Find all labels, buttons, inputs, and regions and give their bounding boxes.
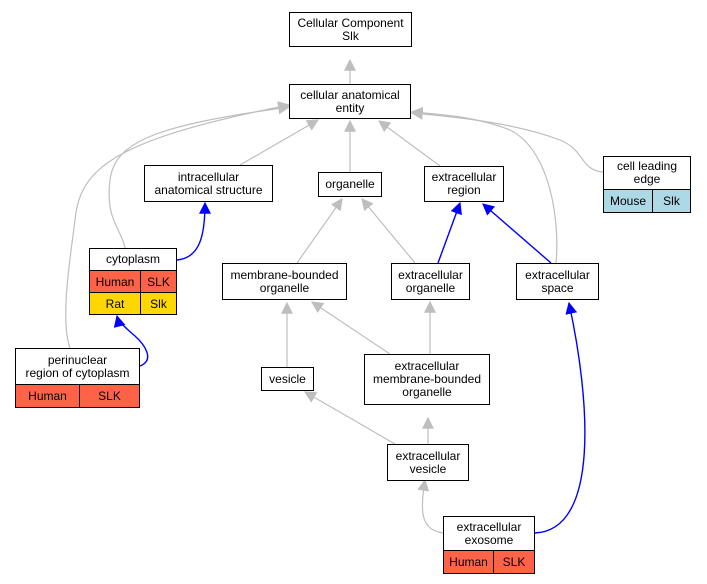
species-cell-rat: Rat — [90, 293, 140, 314]
edge-mbo-to-organelle — [296, 198, 343, 264]
edge-exosome-to-ecvesicle — [417, 478, 444, 534]
edge-ecmbo-to-mbo — [311, 301, 391, 355]
edge-prc-part-of-cytoplasm — [113, 314, 149, 367]
node-cellular-anatomical-entity[interactable]: cellular anatomical entity — [289, 84, 411, 119]
node-label: extracellular organelle — [398, 267, 463, 295]
annotation-row-human: Human SLK — [90, 270, 176, 292]
species-cell-human: Human — [90, 271, 140, 292]
gene-cell-human: SLK — [140, 271, 176, 292]
species-cell-mouse: Mouse — [604, 190, 652, 212]
edge-exosome-part-of-ecspace — [534, 301, 586, 534]
edge-ecregion-to-cae — [378, 120, 441, 167]
node-label: extracellular membrane-bounded organelle — [372, 359, 482, 399]
node-cell-leading-edge[interactable]: cell leading edge Mouse Slk — [603, 156, 691, 213]
node-label: intracellular anatomical structure — [154, 169, 263, 197]
edge-cle-to-cae — [410, 107, 604, 173]
edge-eco-part-of-ecregion — [437, 201, 462, 264]
gene-cell-rat: Slk — [140, 293, 176, 314]
node-label: perinuclear region of cytoplasm — [25, 352, 130, 380]
node-label: cell leading edge — [616, 159, 678, 186]
node-intracellular-anatomical-structure[interactable]: intracellular anatomical structure — [144, 165, 273, 202]
annotation-row-mouse: Mouse Slk — [604, 189, 690, 212]
edge-cytoplasm-part-of-ias — [176, 201, 211, 261]
edge-cytoplasm-to-cae — [108, 102, 291, 249]
annotation-row-rat: Rat Slk — [90, 292, 176, 314]
node-membrane-bounded-organelle[interactable]: membrane-bounded organelle — [222, 263, 347, 300]
gene-cell-human: SLK — [79, 385, 139, 407]
node-label: organelle — [325, 177, 375, 191]
edge-ias-to-cae — [239, 119, 320, 166]
annotation-row-human: Human SLK — [444, 550, 534, 573]
gene-cell-human: SLK — [493, 551, 534, 573]
edge-ecvesicle-to-vesicle — [303, 391, 396, 445]
node-extracellular-exosome[interactable]: extracellular exosome Human SLK — [443, 516, 535, 574]
node-label: vesicle — [269, 371, 306, 386]
node-label: cytoplasm — [105, 252, 161, 266]
node-cytoplasm[interactable]: cytoplasm Human SLK Rat Slk — [89, 248, 177, 315]
species-cell-human: Human — [444, 551, 493, 573]
edge-ecspace-to-cae — [410, 106, 558, 264]
edge-eco-to-organelle — [361, 198, 416, 264]
node-label: cellular anatomical entity — [300, 87, 400, 115]
node-label: extracellular space — [525, 267, 590, 295]
node-vesicle[interactable]: vesicle — [261, 367, 314, 391]
node-label: membrane-bounded organelle — [230, 267, 339, 295]
node-extracellular-membrane-bounded-organelle[interactable]: extracellular membrane-bounded organelle — [364, 354, 490, 405]
node-label: extracellular vesicle — [395, 448, 461, 476]
annotation-row-human: Human SLK — [16, 384, 139, 407]
node-label: extracellular region — [431, 170, 497, 197]
node-extracellular-region[interactable]: extracellular region — [424, 166, 504, 202]
gene-cell-mouse: Slk — [652, 190, 690, 212]
node-cellular-component-root[interactable]: Cellular Component Slk — [289, 12, 412, 47]
node-label: extracellular exosome — [456, 519, 522, 547]
species-cell-human: Human — [16, 385, 79, 407]
node-extracellular-space[interactable]: extracellular space — [516, 263, 599, 300]
node-extracellular-organelle[interactable]: extracellular organelle — [391, 263, 470, 300]
edge-prc-to-cae — [65, 101, 291, 349]
node-label: Cellular Component Slk — [297, 15, 404, 43]
node-extracellular-vesicle[interactable]: extracellular vesicle — [387, 444, 469, 481]
edge-ecspace-part-of-ecregion — [482, 203, 552, 264]
node-perinuclear-region-of-cytoplasm[interactable]: perinuclear region of cytoplasm Human SL… — [15, 348, 140, 408]
node-organelle[interactable]: organelle — [318, 172, 382, 197]
